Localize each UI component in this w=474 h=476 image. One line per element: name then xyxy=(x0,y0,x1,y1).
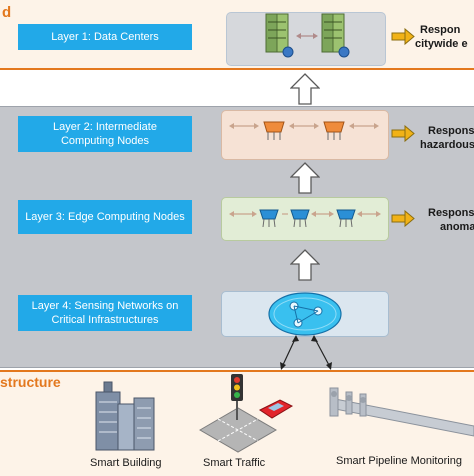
edge-node-icon xyxy=(336,209,356,228)
layer-2-graphics xyxy=(229,121,415,143)
layer-1-graphics xyxy=(265,13,415,58)
top-section-title: d xyxy=(2,4,12,21)
connector-arrow xyxy=(280,335,299,370)
layer-4-graphics xyxy=(268,292,342,370)
smart-pipeline-caption: Smart Pipeline Monitoring xyxy=(336,455,462,467)
layer-3-graphics xyxy=(229,209,415,228)
building-icon xyxy=(95,381,155,451)
bidirectional-arrow-icon xyxy=(349,123,379,129)
layer-1-response-line-1: Respon xyxy=(420,24,461,36)
traffic-intersection-icon xyxy=(199,407,277,453)
layer-3-response-line-1: Respons xyxy=(428,207,474,219)
response-arrow-icon xyxy=(391,124,415,143)
pipeline-icon xyxy=(329,387,474,437)
server-icon xyxy=(265,13,294,58)
layer-4-label: Layer 4: Sensing Networks on Critical In… xyxy=(18,295,192,331)
edge-node-icon xyxy=(290,209,310,228)
layer-1-panel xyxy=(226,12,386,66)
up-arrow-icon xyxy=(290,162,320,194)
layer-1-label: Layer 1: Data Centers xyxy=(18,24,192,50)
bidirectional-arrow-icon xyxy=(289,123,319,129)
bidirectional-arrow-icon xyxy=(229,123,259,129)
response-arrow-icon xyxy=(391,27,415,46)
smart-building-caption: Smart Building xyxy=(90,457,162,469)
intermediate-node-icon xyxy=(263,121,285,140)
bidirectional-arrow-icon xyxy=(311,211,334,217)
sensor-network-icon xyxy=(268,292,342,336)
bidirectional-arrow-icon xyxy=(357,211,381,217)
traffic-light-icon xyxy=(231,374,243,420)
layer-1-response-line-2: citywide e xyxy=(415,38,468,50)
infrastructure-graphics xyxy=(95,374,474,453)
infrastructure-section-title: structure xyxy=(0,374,61,390)
bidirectional-arrow-icon xyxy=(296,33,318,39)
intermediate-node-icon xyxy=(323,121,345,140)
server-icon xyxy=(321,13,350,58)
layer-2-label: Layer 2: Intermediate Computing Nodes xyxy=(18,116,192,152)
layer-2-response-line-1: Respons xyxy=(428,125,474,137)
layer-2-response-line-2: hazardous xyxy=(420,139,474,151)
connector-arrow xyxy=(311,335,332,370)
layer-3-response-line-2: anoma xyxy=(440,221,474,233)
edge-node-icon xyxy=(259,209,279,228)
smart-traffic-caption: Smart Traffic xyxy=(203,457,266,469)
layer-3-label: Layer 3: Edge Computing Nodes xyxy=(18,200,192,234)
response-arrow-icon xyxy=(391,209,415,228)
bidirectional-arrow-icon xyxy=(229,211,257,217)
up-arrow-icon xyxy=(290,73,320,105)
up-arrow-icon xyxy=(290,249,320,281)
layer-2-panel xyxy=(221,110,389,160)
car-icon xyxy=(259,399,294,419)
